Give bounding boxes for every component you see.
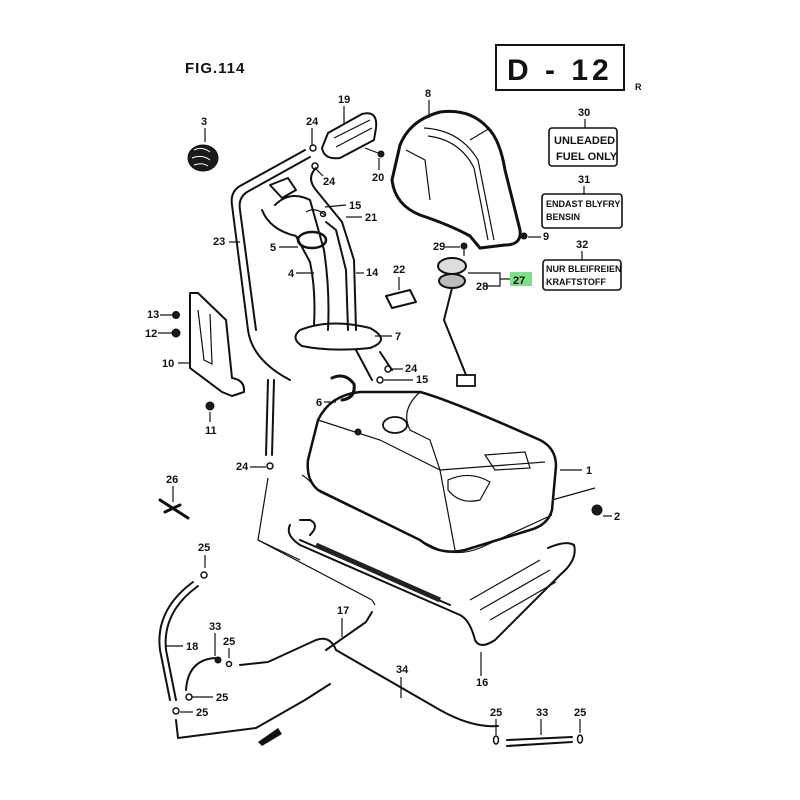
callout-24-lower: 24 <box>236 461 249 473</box>
callout-34: 34 <box>396 664 409 676</box>
callout-15-right: 15 <box>416 374 428 386</box>
callout-4: 4 <box>288 268 295 280</box>
callout-3: 3 <box>201 116 207 128</box>
tank-frame-part-16 <box>287 519 576 646</box>
vent-pipe-part-14 <box>310 167 357 331</box>
hose-clamp-part-6 <box>330 374 356 402</box>
hose-part-33-left <box>185 657 216 691</box>
flange-part-7 <box>294 322 382 351</box>
sign-31-line-1: ENDAST BLYFRY <box>546 199 620 209</box>
callout-17: 17 <box>337 605 349 617</box>
label-sign-unleaded: 30 UNLEADED FUEL ONLY <box>548 107 618 167</box>
label-sign-bleifreien: 32 NUR BLEIFREIEN KRAFTSTOFF <box>542 239 622 291</box>
section-code: D - 12 <box>507 54 613 87</box>
callout-10: 10 <box>162 358 174 370</box>
callout-25-c: 25 <box>216 692 228 704</box>
sign-32-line-2: KRAFTSTOFF <box>546 277 606 287</box>
callout-1: 1 <box>586 465 592 477</box>
fuel-tank-part-1 <box>301 390 558 554</box>
callout-33-left: 33 <box>209 621 221 633</box>
pipe-part-23 <box>230 149 306 381</box>
fuel-sender-part-27 <box>437 257 476 387</box>
callout-21: 21 <box>365 212 377 224</box>
callout-25-d: 25 <box>196 707 208 719</box>
sign-31-line-2: BENSIN <box>546 212 580 222</box>
heat-shield-part-8: 8 <box>390 88 522 250</box>
callout-30: 30 <box>578 107 590 119</box>
sign-32-line-1: NUR BLEIFREIEN <box>546 264 622 274</box>
clip-part-26 <box>158 498 190 520</box>
label-sign-blyfry: 31 ENDAST BLYFRY BENSIN <box>541 174 623 229</box>
callout-25-b: 25 <box>223 636 235 648</box>
highlight-27 <box>510 272 532 286</box>
front-arrow-icon <box>258 728 282 746</box>
callout-7: 7 <box>395 331 401 343</box>
callout-28: 28 <box>476 281 488 293</box>
callout-25-a: 25 <box>198 542 210 554</box>
callout-26: 26 <box>166 474 178 486</box>
pipe-part-34 <box>239 637 499 728</box>
callout-9: 9 <box>543 231 549 243</box>
callout-12: 12 <box>145 328 157 340</box>
figure-title: FIG.114 <box>185 60 245 77</box>
callout-2: 2 <box>614 511 620 523</box>
sign-30-line-1: UNLEADED <box>554 135 615 147</box>
bracket-part-10 <box>189 292 246 397</box>
callout-19: 19 <box>338 94 350 106</box>
callout-31: 31 <box>578 174 590 186</box>
fuel-cap-part-3: 3 <box>187 116 219 172</box>
callout-29: 29 <box>433 241 445 253</box>
callout-8: 8 <box>425 88 431 100</box>
callout-20: 20 <box>372 172 384 184</box>
callout-24-top: 24 <box>306 116 319 128</box>
callout-5: 5 <box>270 242 276 254</box>
callout-13: 13 <box>147 309 159 321</box>
hose-part-18 <box>158 581 194 701</box>
callout-24-right: 24 <box>405 363 418 375</box>
callout-14: 14 <box>366 267 379 279</box>
callout-24-second: 24 <box>323 176 336 188</box>
pipe-part-17 <box>325 611 373 651</box>
sign-30-line-2: FUEL ONLY <box>556 151 618 163</box>
clip-part-22 <box>385 289 417 309</box>
filler-neck-part-4 <box>261 177 330 331</box>
callout-32: 32 <box>576 239 588 251</box>
canister-part-19: 19 20 <box>321 94 385 184</box>
callout-25-e: 25 <box>490 707 502 719</box>
section-code-box <box>495 44 625 91</box>
callout-33-right: 33 <box>536 707 548 719</box>
corner-mark: R <box>635 82 642 92</box>
callout-25-f: 25 <box>574 707 586 719</box>
callout-22: 22 <box>393 264 405 276</box>
callout-16: 16 <box>476 677 488 689</box>
callout-23: 23 <box>213 236 225 248</box>
callout-6: 6 <box>316 397 322 409</box>
hose-part-33-right <box>506 736 573 741</box>
callout-27: 27 <box>513 275 525 287</box>
callout-18: 18 <box>186 641 198 653</box>
callout-11: 11 <box>205 425 217 437</box>
callout-15-top: 15 <box>349 200 361 212</box>
